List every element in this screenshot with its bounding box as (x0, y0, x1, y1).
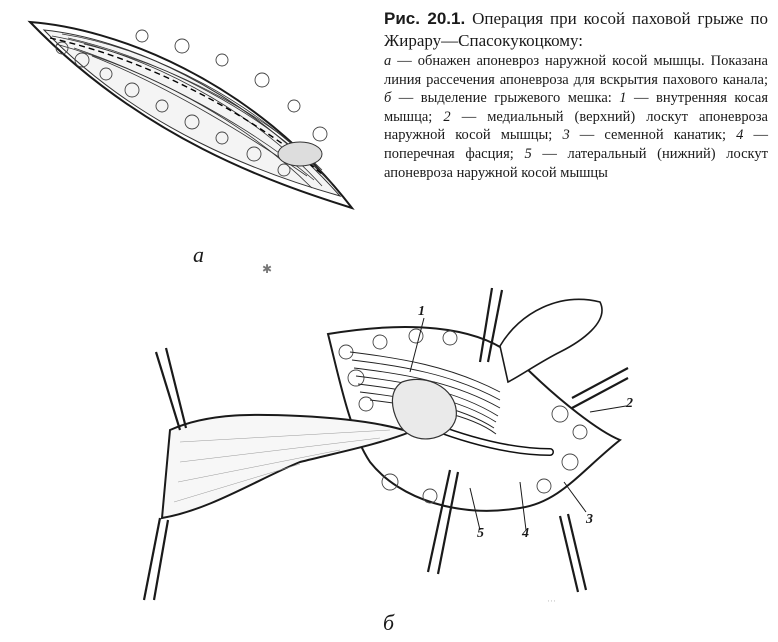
caption-part-text: — семенной канатик; (569, 127, 737, 144)
panel-label-a: а (193, 242, 204, 267)
caption-part-text: — латеральный (нижний) лоскут апоневроза… (384, 145, 768, 181)
caption-part-label: 3 (562, 127, 570, 144)
caption-part-label: 1 (619, 90, 627, 107)
caption-part-label: 2 (443, 108, 451, 125)
caption-part-text: — обнажен апоневроз наружной косой мышцы… (384, 53, 768, 88)
figure-a-illustration (27, 20, 355, 210)
caption-part-label: а (384, 53, 392, 69)
panel-label-b: б (383, 610, 395, 635)
caption-part-label: 4 (736, 127, 744, 144)
caption-title: Операция при косой паховой грыже по Жира… (384, 9, 768, 50)
figure-number: Рис. 20.1. (384, 9, 466, 28)
figure-b-illustration (142, 287, 629, 601)
caption-part-label: б (384, 90, 392, 107)
caption-part-text: — поперечная фасция; (384, 127, 768, 162)
caption-part-text: — медиальный (верхний) лоскут апоневроза… (384, 108, 768, 144)
figure-caption: Рис. 20.1. Операция при косой паховой гр… (384, 8, 768, 182)
scan-smudge: ✱ (262, 262, 273, 276)
callout-5: 5 (477, 526, 484, 541)
scan-mark: ··· (547, 596, 556, 606)
callout-4: 4 (522, 526, 529, 541)
caption-part-text: — внутренняя косая мышца; (384, 90, 768, 125)
callout-3: 3 (586, 512, 593, 527)
callout-2: 2 (626, 396, 633, 411)
caption-part-label: 5 (524, 145, 532, 162)
callout-1: 1 (418, 304, 425, 319)
caption-part-text: — выделение грыжевого мешка: (391, 90, 620, 107)
